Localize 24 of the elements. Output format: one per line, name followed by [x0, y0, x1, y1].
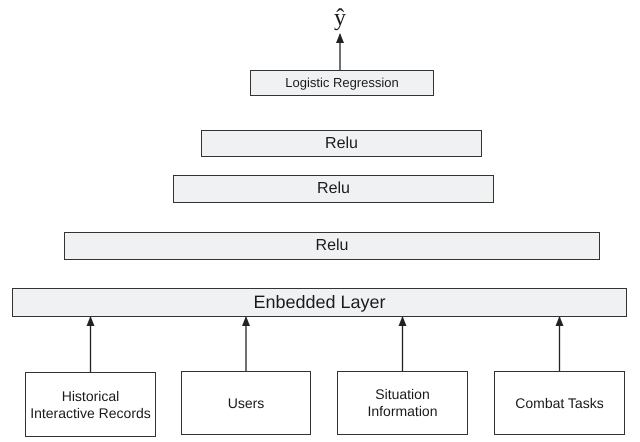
- input-box: [337, 371, 468, 435]
- arrow: [556, 316, 564, 371]
- arrow: [398, 316, 406, 371]
- node-label: Situation Information: [366, 386, 439, 420]
- node-label: Relu: [317, 179, 350, 199]
- layer-box: [201, 130, 482, 157]
- node-label: Historical Interactive Records: [30, 388, 151, 422]
- layer-box: [173, 175, 494, 203]
- node-label: Combat Tasks: [515, 394, 604, 412]
- arrow: [242, 316, 250, 371]
- output-label: ŷ: [334, 4, 346, 32]
- node-label: Users: [228, 394, 264, 412]
- node-label: Logistic Regression: [285, 75, 399, 91]
- layer-box: [12, 288, 627, 317]
- layer-box: [250, 70, 434, 96]
- arrow: [86, 316, 94, 372]
- input-box: [181, 371, 311, 435]
- node-label: Relu: [325, 134, 358, 154]
- input-box: [25, 372, 156, 437]
- layer-box: [64, 232, 600, 260]
- node-label: Relu: [316, 236, 348, 256]
- arrow: [336, 33, 344, 70]
- node-label: Enbedded Layer: [253, 292, 386, 314]
- input-box: [494, 371, 625, 435]
